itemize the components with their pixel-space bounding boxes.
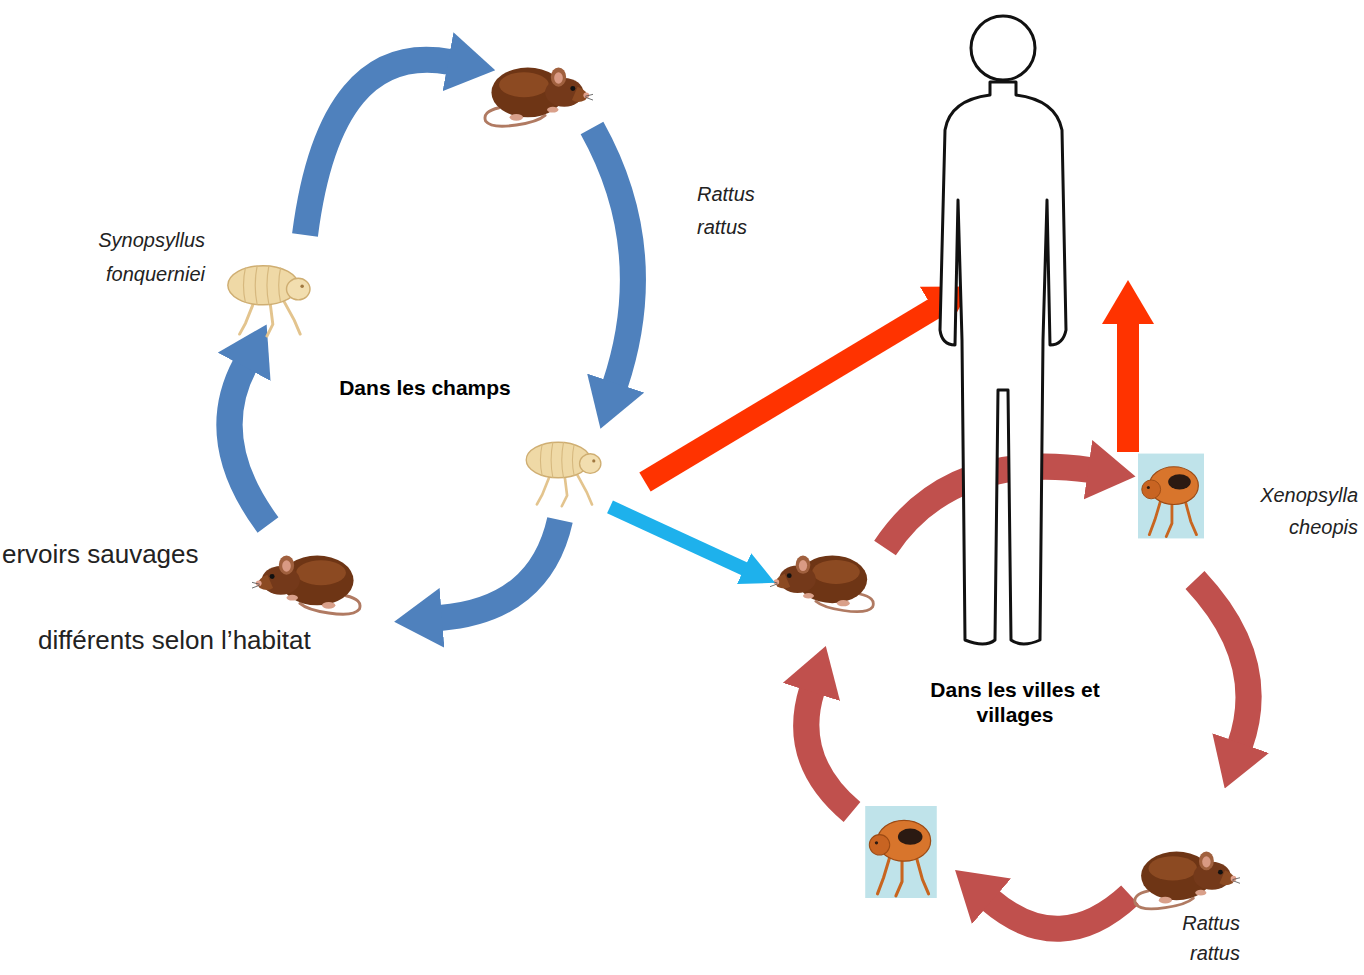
flea-picture <box>1138 454 1204 539</box>
flea-picture <box>865 806 937 898</box>
rat-picture <box>252 556 360 615</box>
infection-arrow <box>1117 322 1139 452</box>
spillover-arrow <box>610 507 745 569</box>
field-cycle-arrows <box>229 60 632 618</box>
cycle-arrow <box>440 520 560 618</box>
cycle-title: Dans les villes et villages <box>915 677 1115 727</box>
human-body <box>940 82 1066 644</box>
species-label: Xenopsylla cheopis <box>1238 479 1358 543</box>
species-label: Rattus rattus <box>697 178 777 244</box>
cycle-arrow <box>990 895 1130 929</box>
cycle-title: Dans les champs <box>339 375 511 400</box>
bullet-text: différents selon l’habitat <box>38 624 311 656</box>
cycle-arrow <box>229 365 268 525</box>
cycle-arrow <box>1195 580 1249 745</box>
rat-picture <box>1135 852 1240 909</box>
bullet-text: ervoirs sauvages <box>2 538 199 570</box>
habitat-cycle: Dans les villes et villages <box>775 450 1255 955</box>
flea-picture <box>228 266 310 336</box>
infection-arrow <box>645 308 935 482</box>
cycle-arrow <box>592 128 633 385</box>
cycle-arrow <box>305 60 450 235</box>
rat-picture <box>485 68 593 127</box>
species-label: Rattus rattus <box>1160 908 1240 968</box>
habitat-cycle: Dans les champs <box>240 65 610 645</box>
cycle-arrow <box>806 690 852 812</box>
flea-picture <box>526 442 601 506</box>
species-label: Synopsyllus fonquerniei <box>65 223 205 291</box>
human-head <box>971 16 1035 80</box>
human-figure <box>940 16 1066 644</box>
rat-picture <box>770 556 873 612</box>
